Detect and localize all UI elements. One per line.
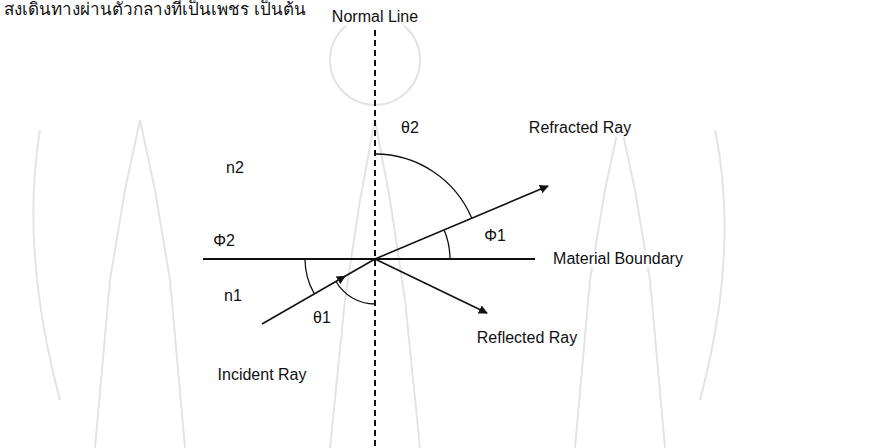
angle-arc [375, 154, 472, 218]
angle-label: Φ2 [211, 232, 237, 250]
axis-label: Normal Line [330, 8, 420, 26]
caption-text: สงเดินทางผ่านตัวกลางที่เป็นเพชร เป็นต้น [2, 0, 308, 20]
ray-label: Reflected Ray [475, 329, 580, 347]
refracted-ray [375, 186, 548, 259]
material-boundary [203, 258, 535, 260]
normal-line [374, 30, 376, 448]
angle-label: Φ1 [482, 227, 508, 245]
angle-label: θ1 [311, 309, 333, 327]
ray-label: Refracted Ray [527, 119, 633, 137]
boundary-label: Material Boundary [551, 250, 685, 268]
ray-label: Incident Ray [216, 366, 309, 384]
watermark-emblem [33, 15, 724, 448]
medium-label: n1 [222, 287, 244, 305]
medium-label: n2 [224, 159, 246, 177]
angle-arc [444, 230, 450, 259]
angle-arc [336, 282, 375, 305]
angle-arc [305, 259, 314, 294]
reflected-ray [375, 259, 487, 313]
angle-label: θ2 [399, 119, 421, 137]
